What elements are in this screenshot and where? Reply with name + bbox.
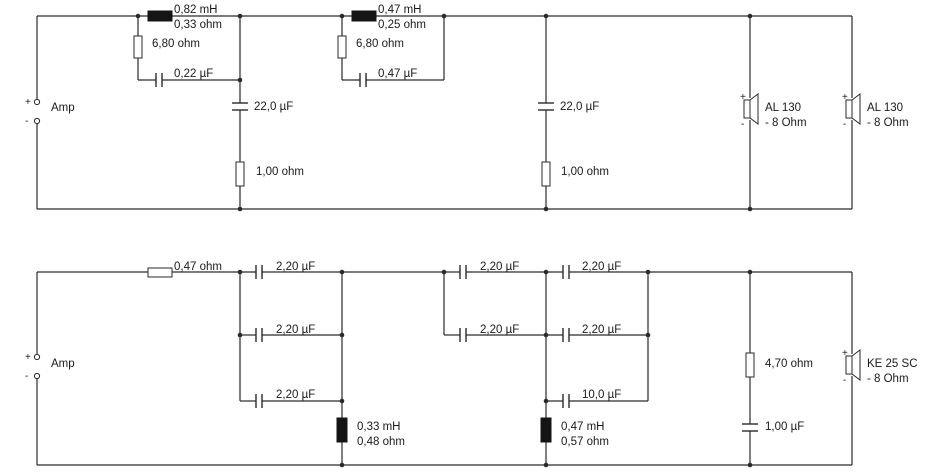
top-amp-label: Amp — [51, 102, 75, 114]
top-capacitor-1 — [155, 73, 163, 87]
top-junctions — [135, 13, 753, 212]
bottom-capacitor-8 — [562, 394, 570, 408]
svg-text:+: + — [740, 92, 746, 103]
top-capacitor-3-value: 0,47 µF — [378, 68, 417, 80]
svg-text:+: + — [842, 348, 848, 359]
top-capacitor-2-value: 22,0 µF — [254, 101, 293, 113]
bottom-inductor-1 — [336, 417, 348, 443]
bottom-inductor-2-dcr: 0,57 ohm — [561, 436, 609, 448]
bottom-capacitor-2-value: 2,20 µF — [276, 324, 315, 336]
top-speaker-2-impedance: - 8 Ohm — [867, 117, 909, 129]
svg-text:-: - — [741, 119, 744, 130]
top-speaker-1-name: AL 130 — [765, 102, 801, 114]
svg-text:-: - — [843, 119, 846, 130]
bottom-resistor-1-value: 0,47 ohm — [174, 261, 222, 273]
top-capacitor-2 — [232, 102, 248, 111]
bottom-capacitor-4 — [459, 265, 467, 279]
bottom-amp-plus-sign: + — [25, 352, 31, 363]
top-speaker-1-impedance: - 8 Ohm — [765, 117, 807, 129]
top-resistor-2 — [235, 161, 245, 187]
bottom-capacitor-5 — [459, 328, 467, 342]
top-resistor-4-value: 1,00 ohm — [561, 166, 609, 178]
top-inductor-1-dcr: 0,33 ohm — [174, 19, 222, 31]
top-capacitor-4-value: 22,0 µF — [560, 101, 599, 113]
bottom-inductor-2-value: 0,47 mH — [561, 421, 604, 433]
top-speaker-1-icon: + - — [740, 92, 759, 130]
bottom-capacitor-9 — [742, 423, 758, 432]
bottom-resistor-1 — [147, 267, 173, 278]
top-capacitor-1-value: 0,22 µF — [174, 68, 213, 80]
bottom-capacitor-8-value: 10,0 µF — [582, 389, 621, 401]
top-capacitor-3 — [359, 73, 367, 87]
bottom-amp-plus-terminal — [33, 353, 41, 361]
bottom-capacitor-5-value: 2,20 µF — [480, 324, 519, 336]
top-inductor-2-dcr: 0,25 ohm — [378, 19, 426, 31]
svg-text:+: + — [842, 92, 848, 103]
bottom-capacitor-3 — [255, 394, 263, 408]
top-speaker-2-name: AL 130 — [867, 102, 903, 114]
top-resistor-3 — [337, 35, 347, 59]
top-inductor-1 — [147, 10, 173, 22]
bottom-speaker-icon: + - — [842, 348, 861, 386]
bottom-capacitor-1 — [255, 265, 263, 279]
top-amp-plus-terminal — [33, 98, 41, 106]
bottom-capacitor-3-value: 2,20 µF — [276, 389, 315, 401]
top-circuit: + - Amp 0,82 mH 0,33 ohm 6,80 ohm 0,22 µ… — [25, 4, 909, 212]
bottom-capacitor-6-value: 2,20 µF — [582, 261, 621, 273]
bottom-capacitor-2 — [255, 328, 263, 342]
top-resistor-4 — [541, 161, 551, 187]
bottom-capacitor-9-value: 1,00 µF — [765, 421, 804, 433]
top-inductor-1-value: 0,82 mH — [174, 4, 217, 16]
bottom-inductor-1-value: 0,33 mH — [357, 421, 400, 433]
bottom-capacitor-7 — [562, 328, 570, 342]
bottom-amp-label: Amp — [51, 358, 75, 370]
bottom-junctions — [237, 269, 753, 468]
bottom-amp-minus-terminal — [33, 372, 41, 380]
bottom-inductor-2 — [540, 417, 552, 443]
top-resistor-2-value: 1,00 ohm — [256, 166, 304, 178]
top-resistor-3-value: 6,80 ohm — [356, 38, 404, 50]
bottom-speaker-impedance: - 8 Ohm — [867, 373, 909, 385]
top-amp-minus-terminal — [33, 117, 41, 125]
top-capacitor-4 — [538, 102, 554, 111]
top-wires — [36, 15, 853, 210]
bottom-resistor-2 — [745, 352, 755, 378]
top-speaker-2-icon: + - — [842, 92, 861, 130]
bottom-resistor-2-value: 4,70 ohm — [765, 358, 813, 370]
bottom-wires — [36, 271, 853, 466]
svg-text:-: - — [843, 375, 846, 386]
top-amp-plus-sign: + — [25, 97, 31, 108]
bottom-capacitor-4-value: 2,20 µF — [480, 261, 519, 273]
top-inductor-2 — [351, 10, 377, 22]
bottom-capacitor-1-value: 2,20 µF — [276, 261, 315, 273]
bottom-inductor-1-dcr: 0,48 ohm — [357, 436, 405, 448]
top-amp-minus-sign: - — [25, 116, 28, 127]
bottom-speaker-name: KE 25 SC — [867, 358, 918, 370]
bottom-capacitor-7-value: 2,20 µF — [582, 324, 621, 336]
top-resistor-1-value: 6,80 ohm — [152, 38, 200, 50]
top-resistor-1 — [133, 35, 143, 59]
bottom-circuit: + - Amp 0,47 ohm 2,20 µF 2,20 µF 2,20 µF… — [25, 261, 918, 468]
bottom-capacitor-6 — [562, 265, 570, 279]
bottom-amp-minus-sign: - — [25, 371, 28, 382]
top-inductor-2-value: 0,47 mH — [378, 4, 421, 16]
